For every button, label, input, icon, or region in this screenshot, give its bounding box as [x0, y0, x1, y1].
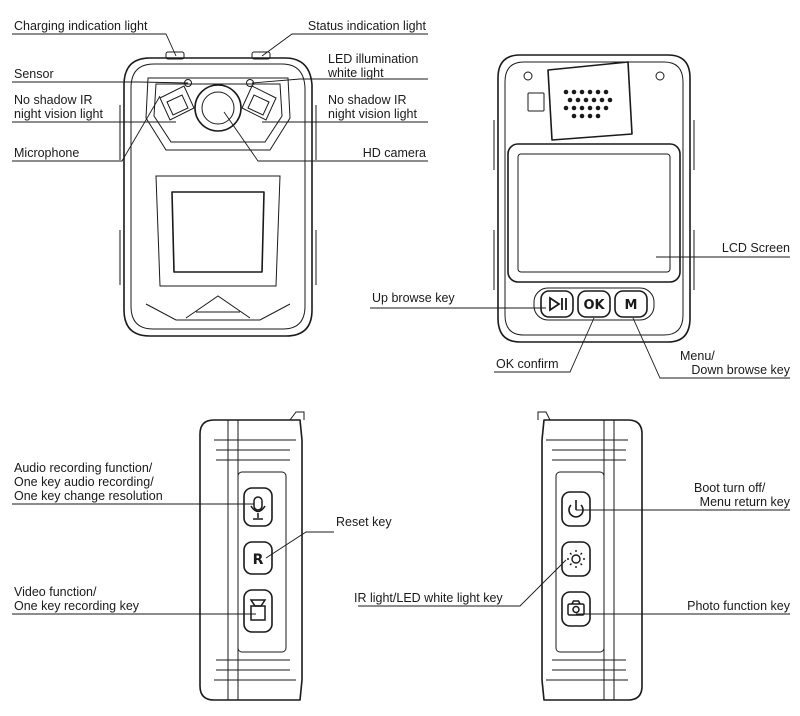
label-boot-1: Boot turn off/	[694, 481, 766, 495]
label-lcd-screen: LCD Screen	[722, 241, 790, 255]
front-view	[119, 51, 317, 337]
right-side-view	[537, 411, 643, 701]
label-ir-right-1: No shadow IR	[328, 93, 407, 107]
play-pause-icon	[549, 296, 567, 312]
label-led-white-1: LED illumination	[328, 52, 418, 66]
label-ir-left-1: No shadow IR	[14, 93, 93, 107]
label-led-white-2: white light	[327, 66, 384, 80]
ir-led-key[interactable]	[561, 541, 591, 577]
label-audio-1: Audio recording function/	[14, 461, 153, 475]
video-icon	[249, 599, 267, 621]
label-hd-camera: HD camera	[363, 146, 426, 160]
label-menu-2: Down browse key	[691, 363, 790, 377]
microphone-icon	[250, 496, 266, 520]
label-menu-1: Menu/	[680, 349, 715, 363]
label-microphone: Microphone	[14, 146, 79, 160]
label-audio-2: One key audio recording/	[14, 475, 154, 489]
label-status-light: Status indication light	[308, 19, 427, 33]
camera-icon	[567, 600, 585, 616]
label-video-2: One key recording key	[14, 599, 140, 613]
label-charging-light: Charging indication light	[14, 19, 148, 33]
label-up-browse: Up browse key	[372, 291, 455, 305]
power-icon	[568, 500, 584, 518]
labels: Charging indication light Status indicat…	[14, 19, 791, 613]
photo-key[interactable]	[561, 591, 591, 627]
audio-key[interactable]	[243, 487, 273, 527]
speaker-grille	[563, 89, 613, 119]
label-boot-2: Menu return key	[700, 495, 791, 509]
sun-icon	[567, 550, 585, 568]
label-photo: Photo function key	[687, 599, 791, 613]
label-ir-right-2: night vision light	[328, 107, 417, 121]
label-video-1: Video function/	[14, 585, 97, 599]
label-ir-left-2: night vision light	[14, 107, 103, 121]
label-sensor: Sensor	[14, 67, 54, 81]
menu-key-label: M	[625, 298, 638, 313]
label-audio-3: One key change resolution	[14, 489, 163, 503]
back-view: OK M	[493, 54, 695, 343]
video-key[interactable]	[243, 589, 273, 633]
leader-lines	[12, 33, 790, 615]
label-ok-confirm: OK confirm	[496, 357, 559, 371]
ok-key[interactable]	[577, 290, 611, 318]
reset-icon: R	[253, 552, 264, 568]
menu-key[interactable]	[614, 290, 648, 318]
left-side-view: R	[199, 411, 305, 701]
reset-key[interactable]	[243, 541, 273, 575]
ok-key-label: OK	[583, 298, 605, 313]
play-pause-key[interactable]	[540, 290, 574, 318]
label-ir-led-key: IR light/LED white light key	[354, 591, 503, 605]
label-reset: Reset key	[336, 515, 392, 529]
